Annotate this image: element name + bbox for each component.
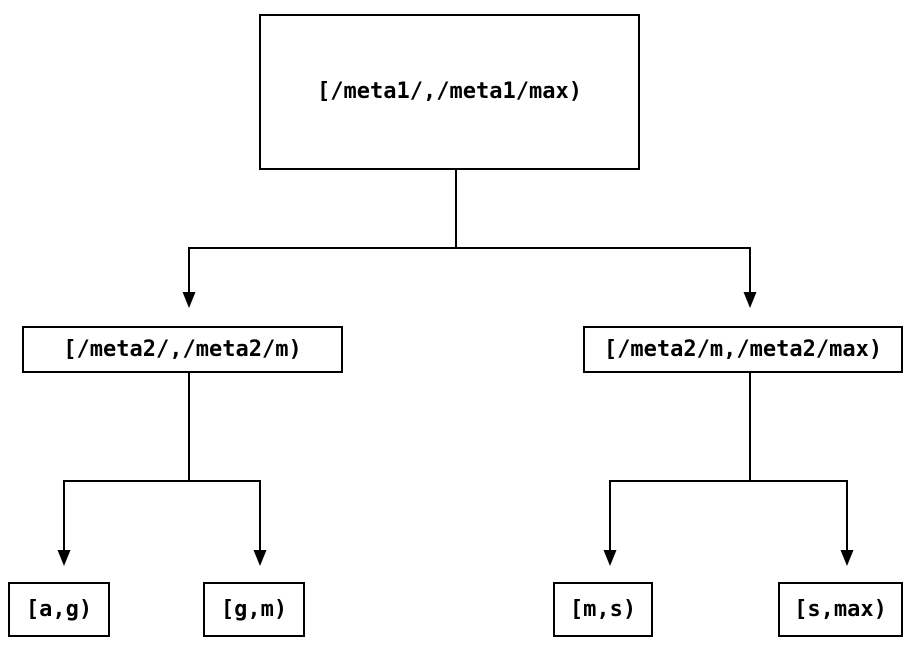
node-leaf-ms: [m,s) (553, 582, 653, 637)
node-meta2-right-range: [/meta2/m,/meta2/max) (583, 326, 903, 373)
node-meta2-left-range: [/meta2/,/meta2/m) (22, 326, 343, 373)
node-leaf-smax: [s,max) (778, 582, 903, 637)
arrowhead-l2a (182, 292, 196, 308)
node-root-range: [/meta1/,/meta1/max) (259, 14, 640, 170)
arrowhead-leaf-ms (603, 550, 617, 566)
arrowhead-leaf-ag (57, 550, 71, 566)
arrowhead-l2b (743, 292, 757, 308)
node-leaf-gm: [g,m) (203, 582, 305, 637)
node-leaf-ag: [a,g) (8, 582, 110, 637)
arrowhead-leaf-gm (253, 550, 267, 566)
arrowhead-leaf-smax (840, 550, 854, 566)
